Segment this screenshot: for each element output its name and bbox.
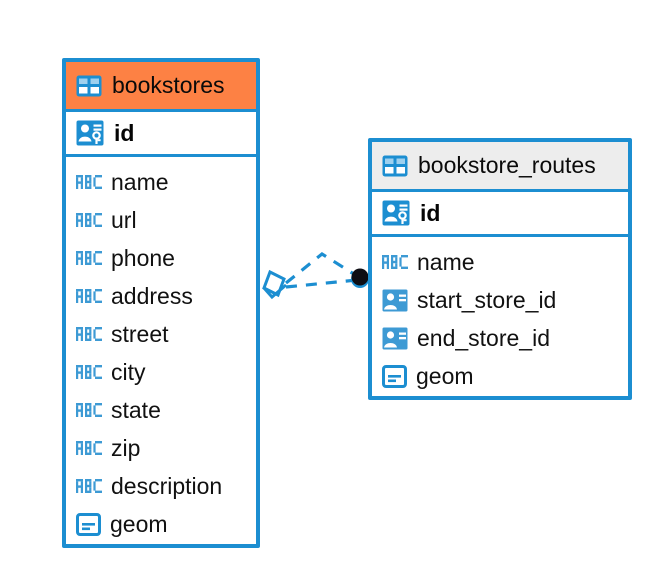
field-label: address bbox=[111, 282, 193, 309]
entity-header-bookstores[interactable]: bookstores bbox=[66, 62, 256, 109]
text-type-icon bbox=[76, 365, 102, 379]
field-label: name bbox=[417, 248, 475, 275]
field-label: street bbox=[111, 320, 169, 347]
field-row-address[interactable]: address bbox=[66, 277, 256, 315]
field-label: end_store_id bbox=[417, 324, 550, 351]
field-row-name[interactable]: name bbox=[372, 243, 628, 281]
text-type-icon bbox=[76, 479, 102, 493]
geometry-type-icon bbox=[76, 512, 101, 536]
primary-key-label: id bbox=[114, 119, 135, 146]
text-type-icon bbox=[76, 403, 102, 417]
field-row-phone[interactable]: phone bbox=[66, 239, 256, 277]
field-list-bookstores: name u bbox=[66, 157, 256, 549]
foreign-key-icon bbox=[382, 327, 408, 350]
field-row-state[interactable]: state bbox=[66, 391, 256, 429]
field-label: phone bbox=[111, 244, 175, 271]
text-type-icon bbox=[76, 175, 102, 189]
field-row-geom[interactable]: geom bbox=[66, 505, 256, 543]
primary-key-icon bbox=[76, 119, 104, 147]
geometry-type-icon bbox=[382, 364, 407, 388]
text-type-icon bbox=[382, 255, 408, 269]
field-label: city bbox=[111, 358, 146, 385]
primary-key-row-bookstore-routes[interactable]: id bbox=[372, 189, 628, 237]
text-type-icon bbox=[76, 327, 102, 341]
field-row-name[interactable]: name bbox=[66, 163, 256, 201]
field-label: geom bbox=[416, 362, 474, 389]
foreign-key-icon bbox=[382, 289, 408, 312]
field-row-start-store-id[interactable]: start_store_id bbox=[372, 281, 628, 319]
entity-title: bookstore_routes bbox=[418, 152, 596, 178]
field-label: geom bbox=[110, 510, 168, 537]
primary-key-row-bookstores[interactable]: id bbox=[66, 109, 256, 157]
text-type-icon bbox=[76, 213, 102, 227]
field-row-url[interactable]: url bbox=[66, 201, 256, 239]
primary-key-icon bbox=[382, 199, 410, 227]
relationship-line-upper bbox=[284, 252, 358, 285]
diamond-marker bbox=[262, 269, 287, 300]
entity-title: bookstores bbox=[112, 72, 225, 98]
text-type-icon bbox=[76, 289, 102, 303]
table-icon bbox=[382, 155, 408, 177]
field-row-city[interactable]: city bbox=[66, 353, 256, 391]
primary-key-label: id bbox=[420, 199, 441, 226]
entity-bookstores[interactable]: bookstores id bbox=[62, 58, 260, 548]
entity-bookstore-routes[interactable]: bookstore_routes id bbox=[368, 138, 632, 400]
field-label: zip bbox=[111, 434, 141, 461]
field-label: name bbox=[111, 168, 169, 195]
field-label: url bbox=[111, 206, 137, 233]
field-row-street[interactable]: street bbox=[66, 315, 256, 353]
field-row-zip[interactable]: zip bbox=[66, 429, 256, 467]
text-type-icon bbox=[76, 441, 102, 455]
field-list-bookstore-routes: name start_store_id bbox=[372, 237, 628, 401]
relationship-line-lower bbox=[285, 278, 358, 289]
field-row-geom[interactable]: geom bbox=[372, 357, 628, 395]
table-icon bbox=[76, 75, 102, 97]
field-label: start_store_id bbox=[417, 286, 557, 313]
filled-circle-marker bbox=[351, 268, 369, 288]
text-type-icon bbox=[76, 251, 102, 265]
field-label: description bbox=[111, 472, 223, 499]
entity-header-bookstore-routes[interactable]: bookstore_routes bbox=[372, 142, 628, 189]
field-row-description[interactable]: description bbox=[66, 467, 256, 505]
field-row-end-store-id[interactable]: end_store_id bbox=[372, 319, 628, 357]
field-label: state bbox=[111, 396, 161, 423]
